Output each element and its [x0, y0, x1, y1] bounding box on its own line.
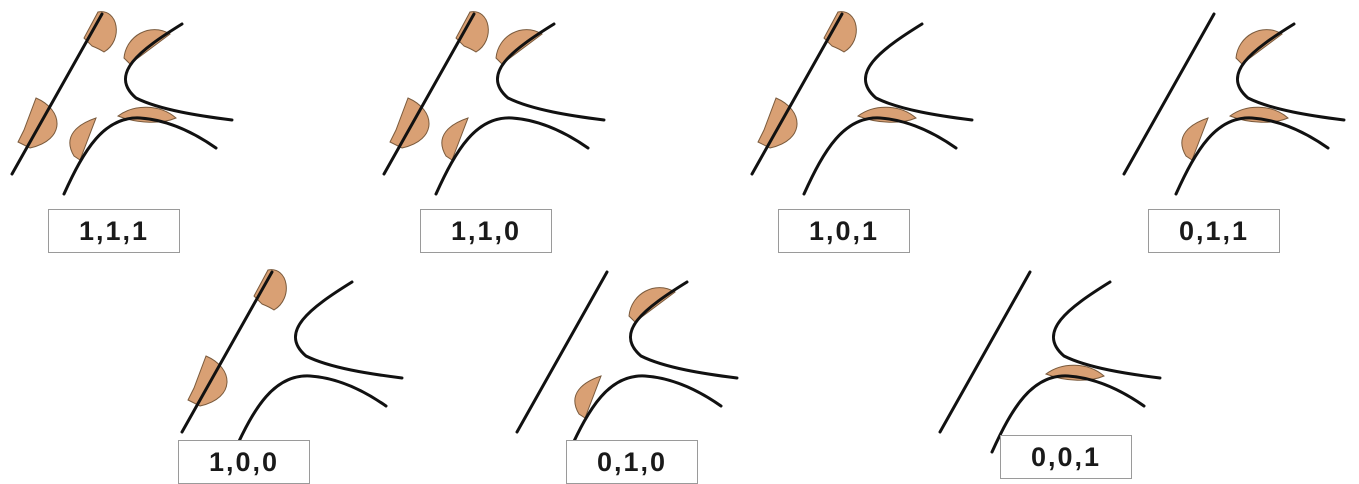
wall-line [938, 270, 1032, 434]
upper-branch [495, 22, 606, 122]
upper-branch [1235, 22, 1346, 122]
lower-branch [62, 116, 218, 196]
panel-label: 1,0,0 [178, 440, 310, 484]
lower-branch [232, 374, 388, 454]
cap-shape [1181, 117, 1209, 161]
lower-branch [990, 374, 1146, 454]
junction-panel [515, 270, 739, 454]
lower-branch [802, 116, 958, 196]
cap-shape [574, 375, 602, 419]
cap-shape [69, 117, 97, 161]
wall-line [1122, 12, 1216, 176]
lower-branch [567, 374, 723, 454]
upper-branch [628, 280, 739, 380]
junction-panel [1122, 12, 1346, 196]
panel-label: 0,1,0 [566, 440, 698, 484]
upper-branch [293, 280, 404, 380]
cap-shape [823, 11, 857, 53]
panel-label: 1,1,0 [420, 209, 552, 253]
upper-branch [1051, 280, 1162, 380]
junction-panel [750, 11, 974, 196]
junction-panel [180, 269, 404, 454]
panel-label: 0,1,1 [1148, 209, 1280, 253]
panel-label: 1,1,1 [48, 209, 180, 253]
junction-panel [10, 11, 234, 196]
upper-branch [863, 22, 974, 122]
junction-panel [382, 11, 606, 196]
wall-line [180, 270, 274, 434]
cap-shape [441, 117, 469, 161]
cap-shape [455, 11, 489, 53]
cap-shape [253, 269, 287, 311]
upper-branch [123, 22, 234, 122]
wall-line [515, 270, 609, 434]
lower-branch [1174, 116, 1330, 196]
lower-branch [434, 116, 590, 196]
panel-label: 0,0,1 [1000, 435, 1132, 479]
panel-label: 1,0,1 [778, 209, 910, 253]
wall-line [750, 12, 844, 176]
junction-panel [938, 270, 1162, 454]
cap-shape [83, 11, 117, 53]
wall-line [10, 12, 104, 176]
wall-line [382, 12, 476, 176]
